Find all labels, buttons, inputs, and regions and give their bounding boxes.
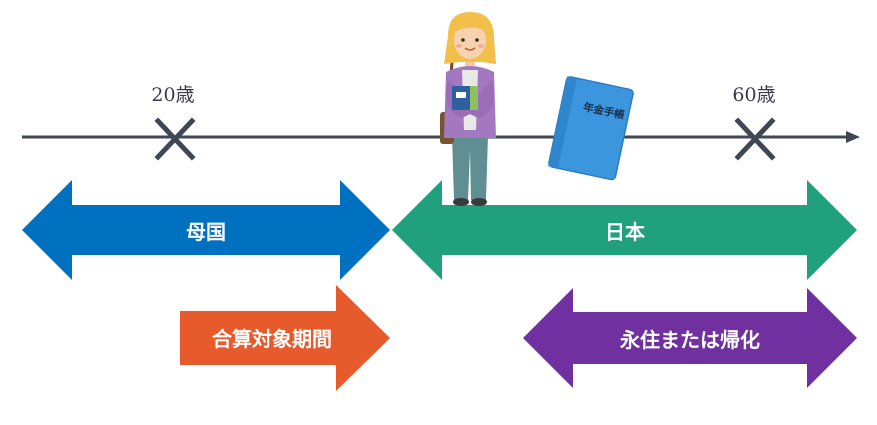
pension-book-icon: 年金手帳 [548,76,634,181]
cross-icon [734,117,776,161]
cross-icon [154,117,196,161]
axis-arrowhead-icon [846,131,860,143]
timeline-axis [22,131,860,143]
age-label-60: 60歳 [732,84,775,106]
japan-arrow: 日本 [392,180,857,280]
permanent-naturalization-label: 永住または帰化 [619,328,760,352]
japan-label: 日本 [605,220,645,244]
permanent-naturalization-arrow: 永住または帰化 [523,288,857,388]
age-marker-20: 20歳 [151,84,196,161]
age-label-20: 20歳 [151,84,194,106]
home-country-label: 母国 [186,220,226,244]
woman-illustration [440,12,496,206]
coverage-period-arrow: 合算対象期間 [180,285,390,391]
coverage-period-label: 合算対象期間 [212,327,332,351]
home-country-arrow: 母国 [22,180,390,280]
age-marker-60: 60歳 [732,84,776,161]
